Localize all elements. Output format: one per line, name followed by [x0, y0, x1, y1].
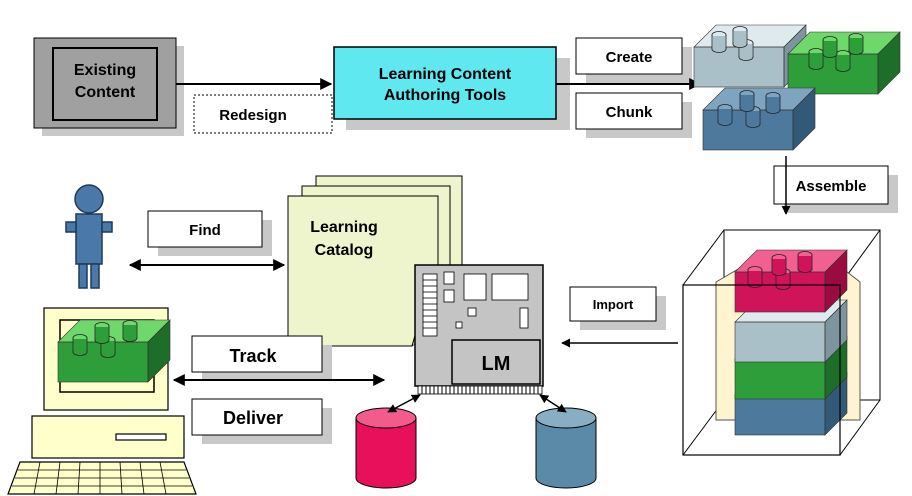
- catalog-line1: Learning: [310, 219, 378, 236]
- deliver-box: Deliver: [191, 398, 332, 444]
- authoring-tools-box: Learning Content Authoring Tools: [333, 46, 570, 130]
- authoring-line1: Learning Content: [379, 66, 512, 83]
- lego-block-icon: [787, 31, 901, 95]
- server-icon: LM: [414, 264, 544, 395]
- database-icon: [535, 407, 597, 489]
- track-label: Track: [229, 346, 277, 366]
- lego-block-icon: [57, 319, 171, 383]
- track-box: Track: [191, 335, 332, 381]
- existing-content-box: Existing Content: [33, 37, 184, 136]
- redesign-label: Redesign: [219, 107, 287, 124]
- arrow-lm-db-left: [387, 394, 421, 413]
- assemble-label: Assemble: [796, 178, 867, 195]
- import-label: Import: [593, 297, 634, 312]
- chunk-box: Chunk: [575, 92, 692, 138]
- database-icon: [355, 407, 417, 489]
- existing-content-line1: Existing: [74, 62, 136, 79]
- find-label: Find: [189, 222, 221, 239]
- assemble-box: Assemble: [773, 165, 898, 213]
- create-label: Create: [606, 49, 653, 66]
- lm-label: LM: [482, 353, 511, 375]
- person-icon: [65, 184, 113, 289]
- find-box: Find: [147, 210, 272, 256]
- arrow-lm-db-right: [539, 394, 567, 413]
- existing-content-line2: Content: [75, 84, 136, 101]
- create-box: Create: [575, 37, 692, 83]
- chunk-label: Chunk: [606, 104, 653, 121]
- redesign-box: Redesign: [193, 94, 333, 134]
- catalog-line2: Catalog: [315, 242, 374, 259]
- import-box: Import: [569, 286, 666, 330]
- deliver-label: Deliver: [223, 408, 283, 428]
- authoring-line2: Authoring Tools: [384, 87, 506, 104]
- assembled-package: [682, 229, 881, 456]
- lego-block-icon: [702, 87, 816, 151]
